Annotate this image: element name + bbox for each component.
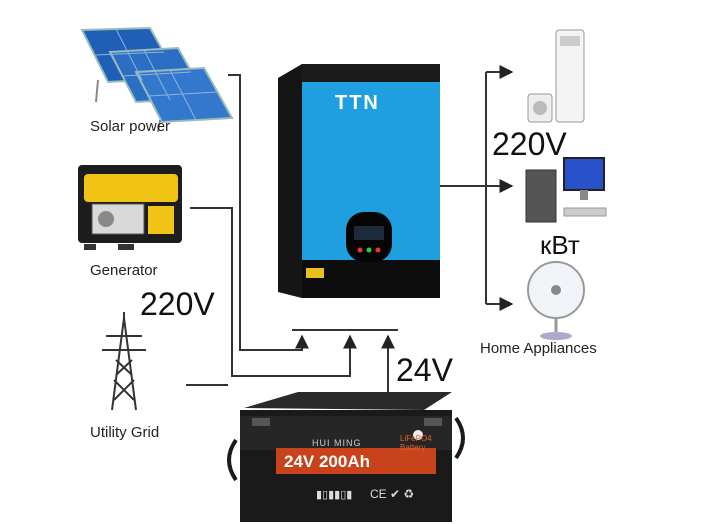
generator-icon <box>78 165 182 250</box>
output-wires <box>440 65 514 311</box>
battery-unit: ▮▯▮▮▯▮ CE ✔ ♻ <box>227 392 465 522</box>
input-wires <box>186 74 398 398</box>
svg-text:CE ✔ ♻: CE ✔ ♻ <box>370 487 414 501</box>
battery-chemistry-line2: Battery <box>400 443 426 452</box>
battery-brand-label: HUI MING <box>312 438 362 448</box>
home-appliances-label: Home Appliances <box>480 340 597 357</box>
fan-icon <box>527 261 585 340</box>
solar-power-label: Solar power <box>90 118 171 135</box>
inverter-brand-label: TTN <box>335 92 380 114</box>
output-unit-label: кВт <box>540 230 580 260</box>
computer-icon <box>525 157 607 223</box>
inverter-unit <box>278 64 440 298</box>
svg-text:▮▯▮▮▯▮: ▮▯▮▮▯▮ <box>316 489 352 501</box>
utility-grid-tower-icon <box>102 312 146 411</box>
solar-panel-icon <box>80 26 234 133</box>
utility-grid-label: Utility Grid <box>90 424 160 441</box>
battery-voltage-label: 24V <box>396 352 453 388</box>
battery-rating-label: 24V 200Ah <box>284 452 370 471</box>
air-conditioner-icon <box>527 29 585 123</box>
generator-label: Generator <box>90 262 158 279</box>
output-voltage-label: 220V <box>492 126 567 162</box>
input-voltage-label: 220V <box>140 286 215 322</box>
battery-chemistry-line1: LiFePO4 <box>400 434 432 443</box>
